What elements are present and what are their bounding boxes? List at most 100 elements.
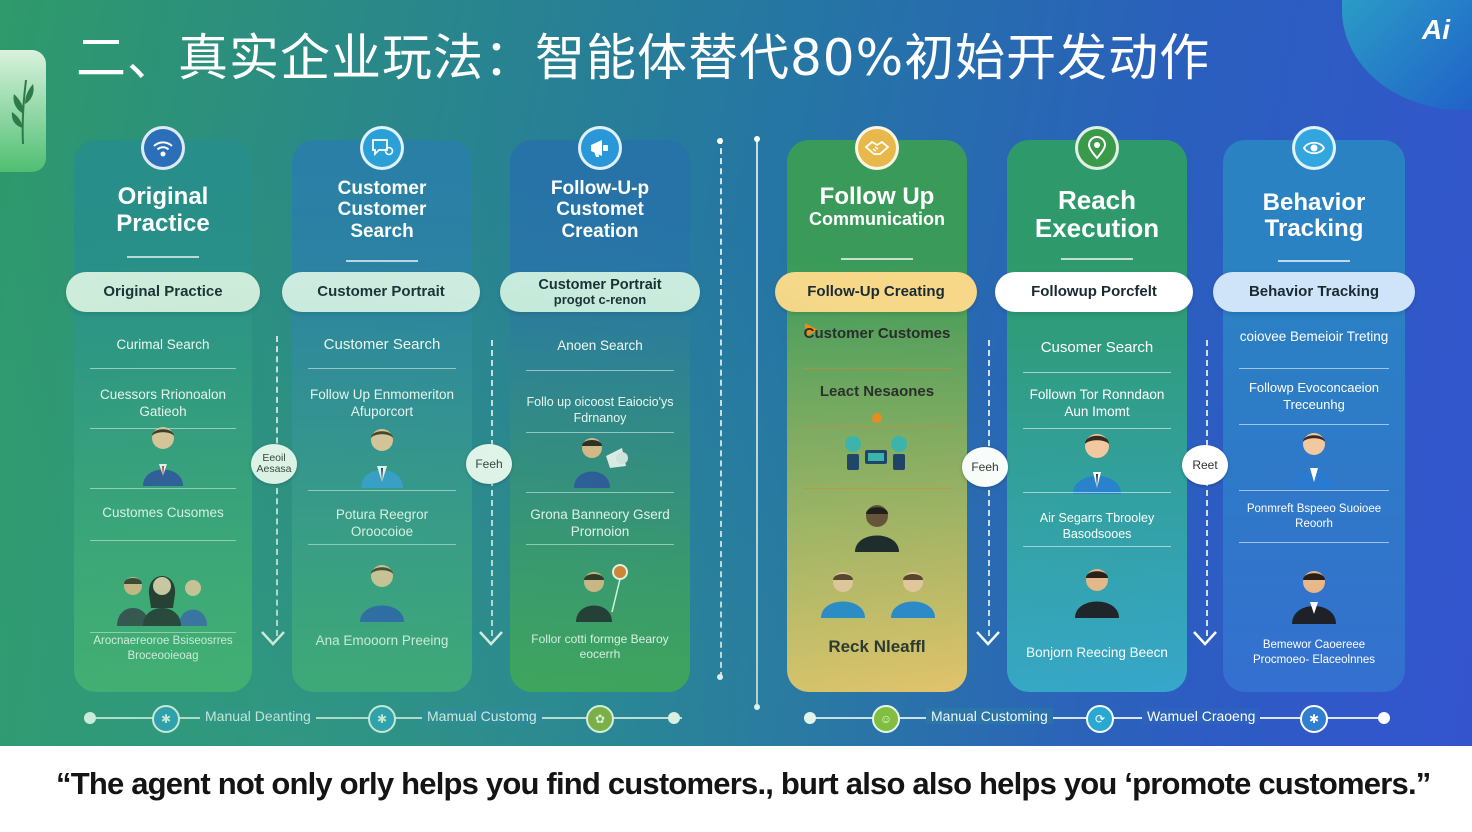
column-pill-followup-portrait[interactable]: Followup Porcfelt <box>995 272 1193 312</box>
column-customer-search: Customer Customer Search Customer Portra… <box>282 126 480 692</box>
person-megaphone-icon <box>574 438 628 488</box>
item-separator <box>90 368 236 369</box>
handshake-icon <box>855 126 899 170</box>
down-arrow-icon <box>1193 631 1217 646</box>
list-item: Leact Nesaones <box>819 383 935 400</box>
flow-end-dot <box>84 712 96 724</box>
column-title-line: Execution <box>1034 213 1160 244</box>
item-separator <box>526 544 674 545</box>
divider-dot <box>717 674 723 680</box>
column-behavior-tracking: Behavior Tracking Behavior Tracking coio… <box>1213 126 1415 692</box>
list-item: Follor cotti formge Bearoy eocerrh <box>531 632 669 662</box>
column-pill-customer-portrait[interactable]: Customer Portrait <box>282 272 480 312</box>
divider-dot <box>717 138 723 144</box>
list-item: Follo up oicoost Eaiocio'ys Fdrnanoy <box>526 395 674 425</box>
bottom-quote: “The agent not only orly helps you find … <box>56 766 1431 801</box>
list-item: Ponmreft Bspeeo Suoioee Reoorh <box>1246 503 1382 530</box>
column-pill-customer-portrait[interactable]: Customer Portrait progot c-renon <box>500 272 700 312</box>
item-separator <box>1239 490 1389 491</box>
wifi-icon <box>141 126 185 170</box>
column-follow-up-communication: Follow Up Communication Follow-Up Creati… <box>775 126 977 692</box>
divider-dot <box>754 704 760 710</box>
pill-line: Customer Portrait <box>538 276 662 293</box>
column-title: Original Practice <box>78 183 248 238</box>
flow-timeline-right: ☺ Manual Customing ⟳ Wamuel Craoeng ✱ <box>804 705 1390 733</box>
item-separator <box>308 490 456 491</box>
flow-node-icon[interactable]: ✿ <box>586 705 614 733</box>
item-separator <box>90 632 236 633</box>
item-separator <box>526 492 674 493</box>
list-item: Customer Search <box>323 336 441 353</box>
column-title-line: Original <box>117 183 209 210</box>
title-rule <box>127 256 199 258</box>
column-pill-behavior-tracking[interactable]: Behavior Tracking <box>1213 272 1415 312</box>
bullet-icon <box>872 413 882 423</box>
column-title: Customer Customer Search <box>296 178 468 242</box>
connector-badge: Reet <box>1182 445 1228 485</box>
flow-node-icon[interactable]: ⟳ <box>1086 705 1114 733</box>
person-icon <box>360 565 404 622</box>
item-separator <box>1239 368 1389 369</box>
connector-badge: Eeoil Aesasa <box>251 444 297 484</box>
flow-node-icon[interactable]: ✱ <box>1300 705 1328 733</box>
column-title-line: Reach <box>1057 185 1137 215</box>
flow-end-dot <box>1378 712 1390 724</box>
column-panel <box>510 140 690 692</box>
list-item: Grona Banneory Gserd Prornoion <box>530 507 670 540</box>
column-title: Reach Execution <box>1011 186 1183 242</box>
column-panel <box>292 140 472 692</box>
item-separator <box>1023 492 1171 493</box>
person-icon <box>1292 571 1336 624</box>
corner-logo: Ai <box>1422 14 1450 45</box>
column-title: Follow-U-p Customet Creation <box>514 178 686 242</box>
flow-timeline-left: ✱ Manual Deanting ✱ Mamual Customg ✿ <box>84 705 682 733</box>
list-item: Bonjorn Reecing Beecn <box>1026 645 1168 660</box>
list-item: Customer Customes <box>803 325 951 342</box>
flow-node-icon[interactable]: ✱ <box>152 705 180 733</box>
doctor-person-icon <box>361 429 403 488</box>
column-title-line: Tracking <box>1264 215 1364 243</box>
flow-node-icon[interactable]: ☺ <box>872 705 900 733</box>
item-separator <box>803 426 951 427</box>
column-pill-follow-up-creating[interactable]: Follow-Up Creating <box>775 272 977 312</box>
flow-label: Manual Deanting <box>200 708 316 724</box>
item-separator <box>90 540 236 541</box>
list-item: Customes Cusomes <box>102 505 224 520</box>
flow-label: Mamual Customg <box>422 708 542 724</box>
location-pin-icon <box>1075 126 1119 170</box>
item-separator <box>526 432 674 433</box>
item-separator <box>1023 546 1171 547</box>
list-item: Arocnaereoroe Bsiseosrres Broceooieoag <box>93 635 233 662</box>
center-divider <box>720 138 722 678</box>
list-item: Ana Emooorn Preeing <box>315 633 449 648</box>
item-separator <box>803 488 951 489</box>
flow-node-icon[interactable]: ✱ <box>368 705 396 733</box>
column-title: Follow Up Communication <box>791 183 963 230</box>
leaf-icon <box>11 79 34 145</box>
column-follow-up-creation: Follow-U-p Customet Creation Customer Po… <box>500 126 700 692</box>
column-title-line: Behavior <box>1262 189 1366 216</box>
item-separator <box>90 488 236 489</box>
dashed-connector-line <box>491 340 493 636</box>
list-item: Bemewor Caoereee Procmoeo- Elaceolnnes <box>1252 639 1376 666</box>
title-rule <box>1277 260 1351 262</box>
list-item: Potura Reegror Oroocoioe <box>335 507 429 540</box>
group-people-icon <box>117 576 207 626</box>
flow-label: Wamuel Craoeng <box>1142 708 1261 724</box>
item-separator <box>1239 424 1389 425</box>
flow-label: Manual Customing <box>926 708 1053 724</box>
list-item: Anoen Search <box>557 338 643 353</box>
column-title: Behavior Tracking <box>1227 189 1401 243</box>
item-separator <box>803 368 951 369</box>
item-separator <box>1023 372 1171 373</box>
dashed-connector-line <box>1206 340 1208 636</box>
flow-end-dot <box>668 712 680 724</box>
play-arrow-icon <box>805 323 818 337</box>
list-item: Follow Up Enmomeriton Afuporcort <box>309 387 455 420</box>
column-pill-original-practice[interactable]: Original Practice <box>66 272 260 312</box>
person-icon <box>143 427 183 486</box>
down-arrow-icon <box>261 631 285 646</box>
pill-line: progot c-renon <box>553 291 647 307</box>
list-item: coiovee Bemeioir Treting <box>1239 329 1389 344</box>
person-icon <box>1075 569 1119 618</box>
